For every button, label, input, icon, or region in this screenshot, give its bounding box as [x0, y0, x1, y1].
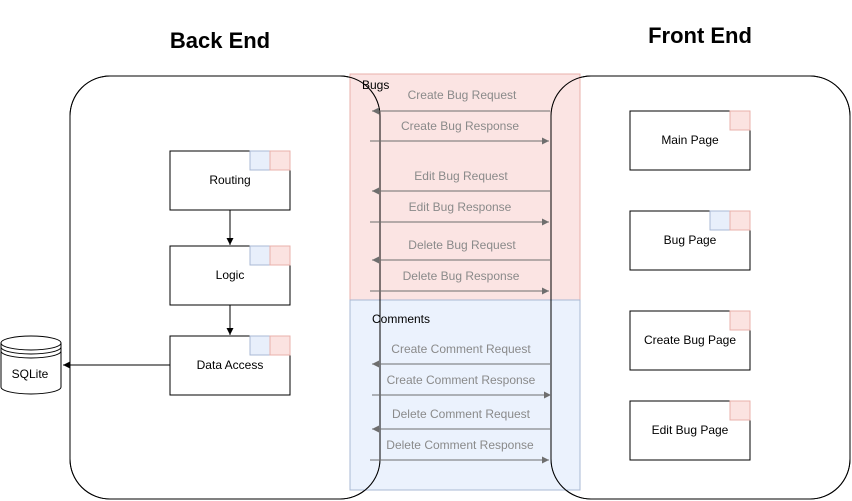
data-access-label: Data Access [197, 358, 264, 372]
svg-text:Delete Comment Response: Delete Comment Response [386, 438, 534, 452]
delete-comment-request: Delete Comment Request [372, 407, 550, 433]
routing-label: Routing [209, 173, 250, 187]
delete-comment-response: Delete Comment Response [370, 438, 549, 464]
main-page-box[interactable]: Main Page [629, 110, 751, 171]
svg-text:Delete Bug Request: Delete Bug Request [408, 238, 516, 252]
logic-box[interactable]: Logic [169, 245, 291, 306]
bugs-tag [729, 210, 751, 231]
edit-bug-page-box[interactable]: Edit Bug Page [629, 400, 751, 461]
create-bug-response: Create Bug Response [370, 119, 549, 145]
data-access-box[interactable]: Data Access [169, 335, 291, 396]
bugs-tag [269, 150, 291, 171]
svg-text:Delete Comment Request: Delete Comment Request [392, 407, 531, 421]
create-comment-request: Create Comment Request [372, 342, 550, 368]
svg-text:Create Bug Request: Create Bug Request [408, 88, 517, 102]
comments-tag [709, 210, 731, 231]
bugs-tag [729, 310, 751, 331]
sqlite-database[interactable]: SQLite [0, 335, 62, 395]
logic-label: Logic [216, 268, 245, 282]
create-bug-request: Create Bug Request [372, 88, 550, 115]
comments-group-label: Comments [372, 312, 430, 326]
create-comment-response: Create Comment Response [372, 373, 551, 399]
delete-bug-response: Delete Bug Response [370, 269, 549, 295]
svg-text:Delete Bug Response: Delete Bug Response [403, 269, 520, 283]
back-end-title: Back End [170, 28, 270, 53]
svg-text:Create Comment Response: Create Comment Response [387, 373, 536, 387]
back-end-outline [69, 75, 381, 500]
bug-page-box[interactable]: Bug Page [629, 210, 751, 271]
front-end-title: Front End [648, 23, 752, 48]
bugs-group [349, 73, 581, 301]
comments-tag [249, 335, 271, 356]
create-bug-page-box[interactable]: Create Bug Page [629, 310, 751, 371]
svg-text:Create Bug Response: Create Bug Response [401, 119, 519, 133]
main-page-label: Main Page [661, 133, 719, 147]
svg-text:Edit Bug Response: Edit Bug Response [409, 200, 512, 214]
bugs-tag [269, 335, 291, 356]
edit-bug-response: Edit Bug Response [370, 200, 549, 226]
edit-bug-request: Edit Bug Request [372, 169, 550, 195]
routing-box[interactable]: Routing [169, 150, 291, 211]
comments-tag [249, 245, 271, 266]
create-bug-page-label: Create Bug Page [644, 333, 736, 347]
svg-text:Edit Bug Request: Edit Bug Request [414, 169, 508, 183]
svg-text:Create Comment Request: Create Comment Request [391, 342, 531, 356]
front-end-outline [550, 75, 851, 500]
edit-bug-page-label: Edit Bug Page [652, 423, 729, 437]
comments-tag [249, 150, 271, 171]
bugs-tag [729, 400, 751, 421]
bug-page-label: Bug Page [664, 233, 717, 247]
sqlite-label: SQLite [12, 367, 49, 381]
delete-bug-request: Delete Bug Request [372, 238, 550, 264]
bugs-group-label: Bugs [362, 78, 389, 92]
bugs-tag [729, 110, 751, 131]
bugs-tag [269, 245, 291, 266]
